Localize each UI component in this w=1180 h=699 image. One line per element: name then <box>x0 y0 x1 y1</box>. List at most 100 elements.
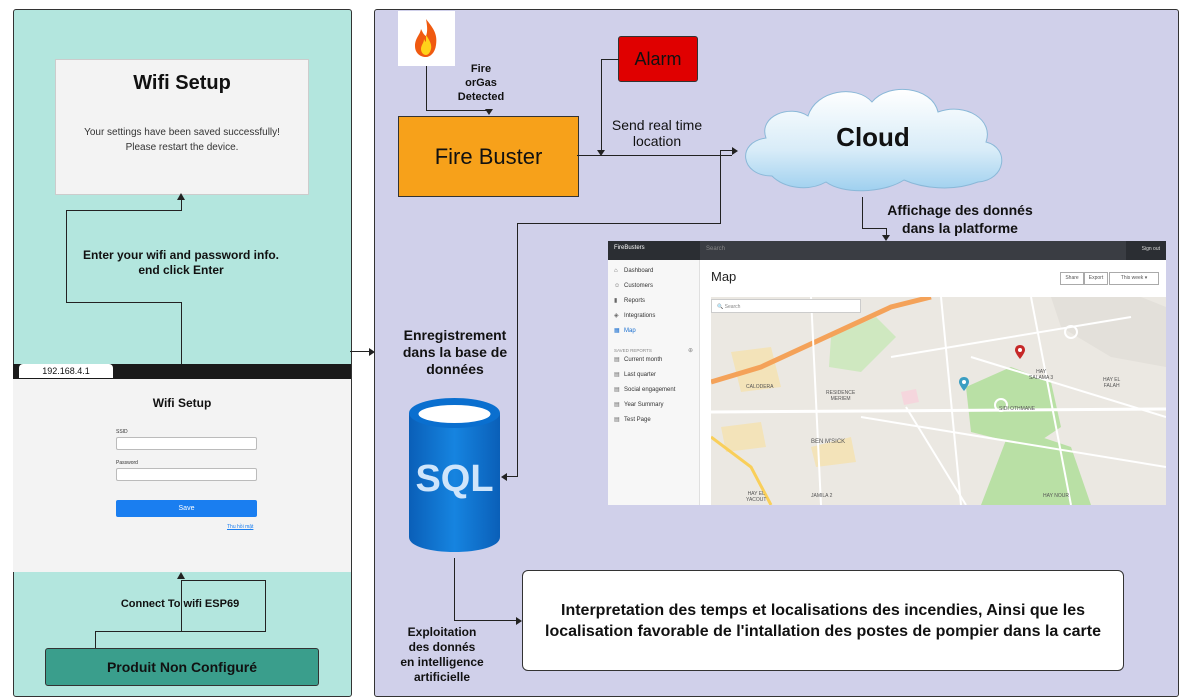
red-location-pin-icon[interactable] <box>1015 345 1025 364</box>
enregistrement-line1: Enregistrement <box>403 327 507 343</box>
saved-report-item[interactable]: ▤Year Summary <box>608 398 699 413</box>
saved-report-item[interactable]: ▤Test Page <box>608 413 699 428</box>
map-label-line: HAY EL <box>1103 377 1121 383</box>
sidebar-item-customers[interactable]: ☺Customers <box>608 279 699 294</box>
fire-buster-box: Fire Buster <box>398 116 579 197</box>
wifi-saved-message: Your settings have been saved successful… <box>56 125 308 155</box>
arrow-down-icon <box>597 150 605 156</box>
teal-location-pin-icon[interactable] <box>959 377 969 396</box>
fire-detected-label: Fire orGas Detected <box>450 62 512 104</box>
saved-report-item[interactable]: ▤ Current month <box>608 353 699 368</box>
alarm-label: Alarm <box>634 48 682 69</box>
map-label-line: MERIEM <box>830 396 851 402</box>
browser-window: 192.168.4.1 Wifi Setup SSID Password Sav… <box>13 364 351 572</box>
saved-report-item[interactable]: ▤Social engagement <box>608 383 699 398</box>
interpretation-line2: localisation favorable de l'intallation … <box>545 622 1101 640</box>
ssid-input[interactable] <box>116 437 257 450</box>
arrow-up-icon <box>177 193 185 200</box>
map-search-input[interactable]: 🔍 Search <box>711 299 861 313</box>
enter-wifi-instructions: Enter your wifi and password info. end c… <box>70 248 292 278</box>
produit-label: Produit Non Configuré <box>106 659 258 675</box>
signout-link[interactable]: Sign out <box>1141 246 1160 252</box>
wifi-saved-card: Wifi Setup Your settings have been saved… <box>55 59 309 195</box>
saved-report-item[interactable]: ▤Last quarter <box>608 368 699 383</box>
enregistrement-label: Enregistrement dans la base de données <box>394 327 516 378</box>
affichage-label: Affichage des donnés dans la platforme <box>875 201 1045 237</box>
enter-info-line2: end click Enter <box>138 263 224 277</box>
map-label-line: RESIDENCE <box>826 390 856 396</box>
dashboard-topbar: FireBusters Search Sign out <box>608 241 1166 260</box>
users-icon: ☺ <box>614 283 621 289</box>
alarm-box: Alarm <box>618 36 698 82</box>
save-button[interactable]: Save <box>116 500 257 517</box>
exploitation-line1: Exploitation <box>407 625 477 639</box>
add-report-icon[interactable]: ⊕ <box>687 348 693 354</box>
saved-report-label: Current month <box>624 357 663 363</box>
saved-report-label: Social engagement <box>624 387 676 393</box>
interpretation-box: Interpretation des temps et localisation… <box>522 570 1124 671</box>
cloud-label: Cloud <box>836 122 910 152</box>
map-page-title: Map <box>711 269 737 284</box>
map-label: BEN M'SICK <box>811 439 846 445</box>
arrow-right-icon <box>732 147 738 155</box>
fire-icon <box>398 11 455 66</box>
week-dropdown[interactable]: This week ▾ <box>1109 272 1159 285</box>
map-label: CALODERA <box>746 384 774 390</box>
dashboard-screenshot: FireBusters Search Sign out ⌂ Dashboard ☺… <box>608 241 1166 505</box>
sidebar-label: Reports <box>624 298 646 304</box>
arrow-right-icon <box>369 348 375 356</box>
map-label: JAMILA 2 <box>811 493 833 499</box>
arrow-down-icon <box>882 235 890 241</box>
map-icon: ▦ <box>614 328 620 334</box>
sidebar-item-dashboard[interactable]: ⌂ Dashboard <box>608 264 699 279</box>
sidebar-label: Customers <box>624 283 654 289</box>
exploitation-line4: artificielle <box>413 670 471 684</box>
arrow-down-icon <box>485 109 493 115</box>
home-icon: ⌂ <box>614 268 618 274</box>
enter-info-line1: Enter your wifi and password info. <box>82 248 280 262</box>
map-label: SIDI OTHMANE <box>999 406 1036 412</box>
connect-label: Connect To wifi ESP69 <box>120 598 240 610</box>
cloud-icon <box>732 80 1012 196</box>
password-label: Password <box>116 460 138 466</box>
sidebar-item-reports[interactable]: ▮Reports <box>608 294 699 309</box>
sql-database-icon <box>408 397 501 555</box>
document-icon: ▤ <box>614 357 620 363</box>
dashboard-brand[interactable]: FireBusters <box>614 245 645 251</box>
save-label: Save <box>178 505 195 512</box>
sidebar-item-integrations[interactable]: ◈Integrations <box>608 309 699 324</box>
address-bar[interactable]: 192.168.4.1 <box>19 364 113 378</box>
produit-non-configure-box: Produit Non Configuré <box>45 648 319 686</box>
sidebar-label: Dashboard <box>624 268 654 274</box>
map-label: HAY NOUR <box>1043 493 1069 499</box>
map-label-line: FALAH <box>1103 383 1120 389</box>
affichage-line1: Affichage des donnés <box>887 202 1033 218</box>
sql-label: SQL <box>415 458 494 500</box>
share-button[interactable]: Share <box>1060 272 1084 285</box>
send-location-line1: Send real time <box>611 117 703 133</box>
map-label-line: HAY EL <box>747 491 765 497</box>
exploitation-line2: des donnés <box>408 640 476 654</box>
sidebar-item-map[interactable]: ▦Map <box>608 324 699 339</box>
send-location-label: Send real time location <box>600 117 714 149</box>
saved-report-label: Year Summary <box>624 402 664 408</box>
ssid-label: SSID <box>116 429 128 435</box>
export-button[interactable]: Export <box>1084 272 1108 285</box>
fire-detected-line3: Detected <box>457 91 505 103</box>
map-label-line: YACOUT <box>746 497 767 503</box>
arrow-right-icon <box>516 617 522 625</box>
password-input[interactable] <box>116 468 257 481</box>
fire-detected-line1: Fire <box>470 63 492 75</box>
sidebar-label: Integrations <box>624 313 656 319</box>
recover-link[interactable]: Thu hồi mật <box>227 524 254 530</box>
map-label-line: SALAMA 3 <box>1029 375 1054 381</box>
browser-wifi-title: Wifi Setup <box>152 396 212 410</box>
fire-detected-line2: orGas <box>465 77 497 89</box>
interpretation-line1: Interpretation des temps et localisation… <box>561 601 1085 619</box>
week-dropdown-label: This week <box>1120 275 1144 281</box>
wifi-saved-line1: Your settings have been saved successful… <box>84 127 280 138</box>
dashboard-search[interactable]: Search <box>700 241 1126 260</box>
